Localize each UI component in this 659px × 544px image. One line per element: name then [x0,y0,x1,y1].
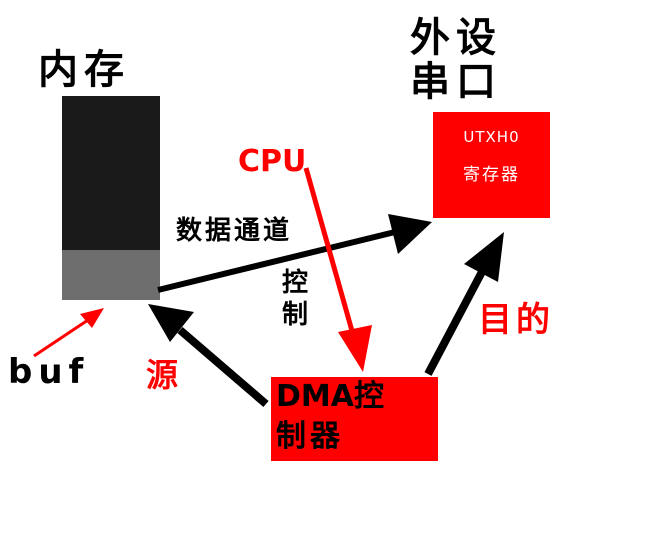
dma-controller-box [271,377,438,461]
cpu-control-arrow [303,167,372,372]
data-channel-arrow [157,214,432,293]
control-label-line2: 制 [282,300,309,330]
buf-label: buf [8,352,90,392]
control-label-line1: 控 [282,268,309,298]
uart-register-name: UTXH0 [463,128,520,146]
memory-buffer-region [62,250,160,300]
destination-arrow [424,232,504,376]
peripheral-label-line2: 串口 [410,59,502,105]
dma-controller-label-line1: DMA控 [276,379,384,414]
dma-controller-label-line2: 制器 [276,419,344,454]
data-channel-label: 数据通道 [176,216,293,246]
peripheral-label-line1: 外设 [410,15,502,61]
uart-register-box [433,112,550,218]
source-arrow [148,304,269,408]
cpu-label: CPU [238,144,307,179]
source-label: 源 [146,356,179,394]
uart-register-label: 寄存器 [463,165,520,185]
buf-arrow [33,308,104,358]
destination-label: 目的 [478,300,554,340]
memory-label: 内存 [38,47,130,93]
